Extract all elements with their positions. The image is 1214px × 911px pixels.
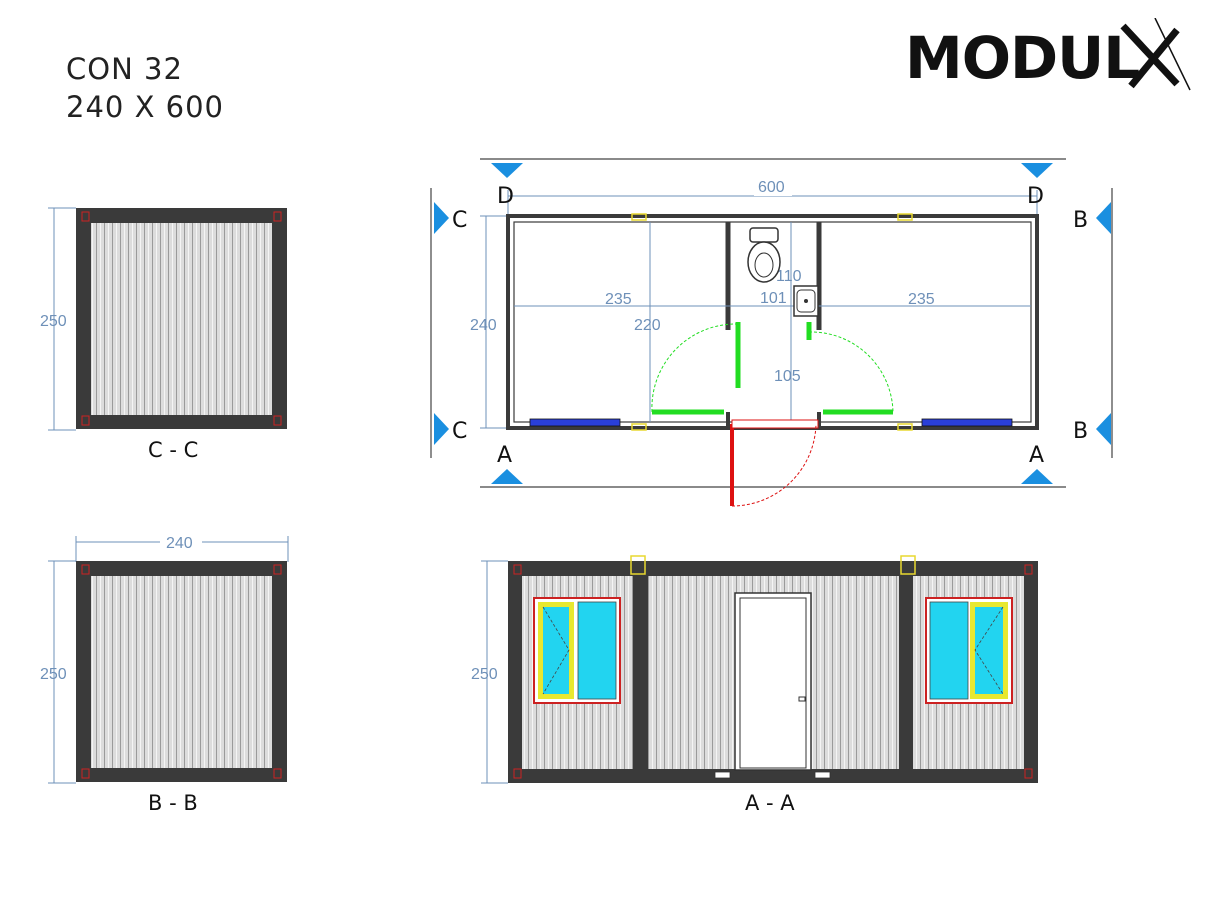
wc-inner-dimension: 101 (760, 290, 787, 307)
wc-height-dimension: 220 (634, 317, 661, 334)
section-marker-a-left: A (491, 443, 523, 484)
svg-text:D: D (1027, 184, 1044, 209)
bb-width-dimension: 240 (166, 535, 193, 552)
sink-icon (793, 285, 819, 317)
svg-text:C: C (452, 419, 467, 444)
bb-height-dimension: 250 (40, 666, 67, 683)
svg-text:MODUL: MODUL (905, 24, 1139, 92)
floor-plan: 600 240 235 235 220 110 101 105 (430, 158, 1113, 507)
model-name: CON 32 (66, 52, 183, 86)
elevation-window-right (925, 597, 1013, 704)
section-view-bb: 240 250 B - B (40, 532, 289, 815)
elevation-door (734, 592, 812, 771)
interior-door-left (651, 322, 741, 415)
section-marker-b-top: B (1073, 202, 1111, 234)
plan-width-dimension: 240 (470, 317, 497, 334)
elevation-view-aa: 250 (471, 555, 1038, 815)
section-marker-b-bottom: B (1073, 413, 1111, 445)
svg-text:C: C (452, 208, 467, 233)
plan-length-dimension: 600 (758, 179, 785, 196)
interior-door-right (806, 322, 894, 415)
bb-caption: B - B (148, 791, 198, 815)
svg-text:B: B (1073, 419, 1088, 444)
svg-text:B: B (1073, 208, 1088, 233)
section-marker-c-top: C (434, 202, 467, 234)
section-marker-c-bottom: C (434, 413, 467, 445)
section-marker-d-right: D (1021, 163, 1053, 209)
door-width-dimension: 105 (774, 368, 801, 385)
plan-window-right (921, 418, 1013, 427)
model-size: 240 X 600 (66, 90, 225, 124)
toilet-icon (747, 227, 781, 283)
left-room-dimension: 235 (605, 291, 632, 308)
right-room-dimension: 235 (908, 291, 935, 308)
cc-height-dimension: 250 (40, 313, 67, 330)
svg-text:A: A (497, 443, 512, 468)
title-block: CON 32 240 X 600 (66, 50, 224, 126)
aa-caption: A - A (745, 791, 795, 815)
wc-width-dimension: 110 (776, 268, 802, 285)
brand-logo: MODUL (905, 18, 1191, 92)
plan-window-left (529, 418, 621, 427)
section-view-cc: 250 C - C (40, 207, 287, 462)
section-marker-d-left: D (491, 163, 523, 209)
svg-text:D: D (497, 184, 514, 209)
aa-height-dimension: 250 (471, 666, 498, 683)
elevation-window-left (533, 597, 621, 704)
svg-text:A: A (1029, 443, 1044, 468)
section-marker-a-right: A (1021, 443, 1053, 484)
cc-caption: C - C (148, 438, 198, 462)
entrance-door (730, 419, 819, 507)
